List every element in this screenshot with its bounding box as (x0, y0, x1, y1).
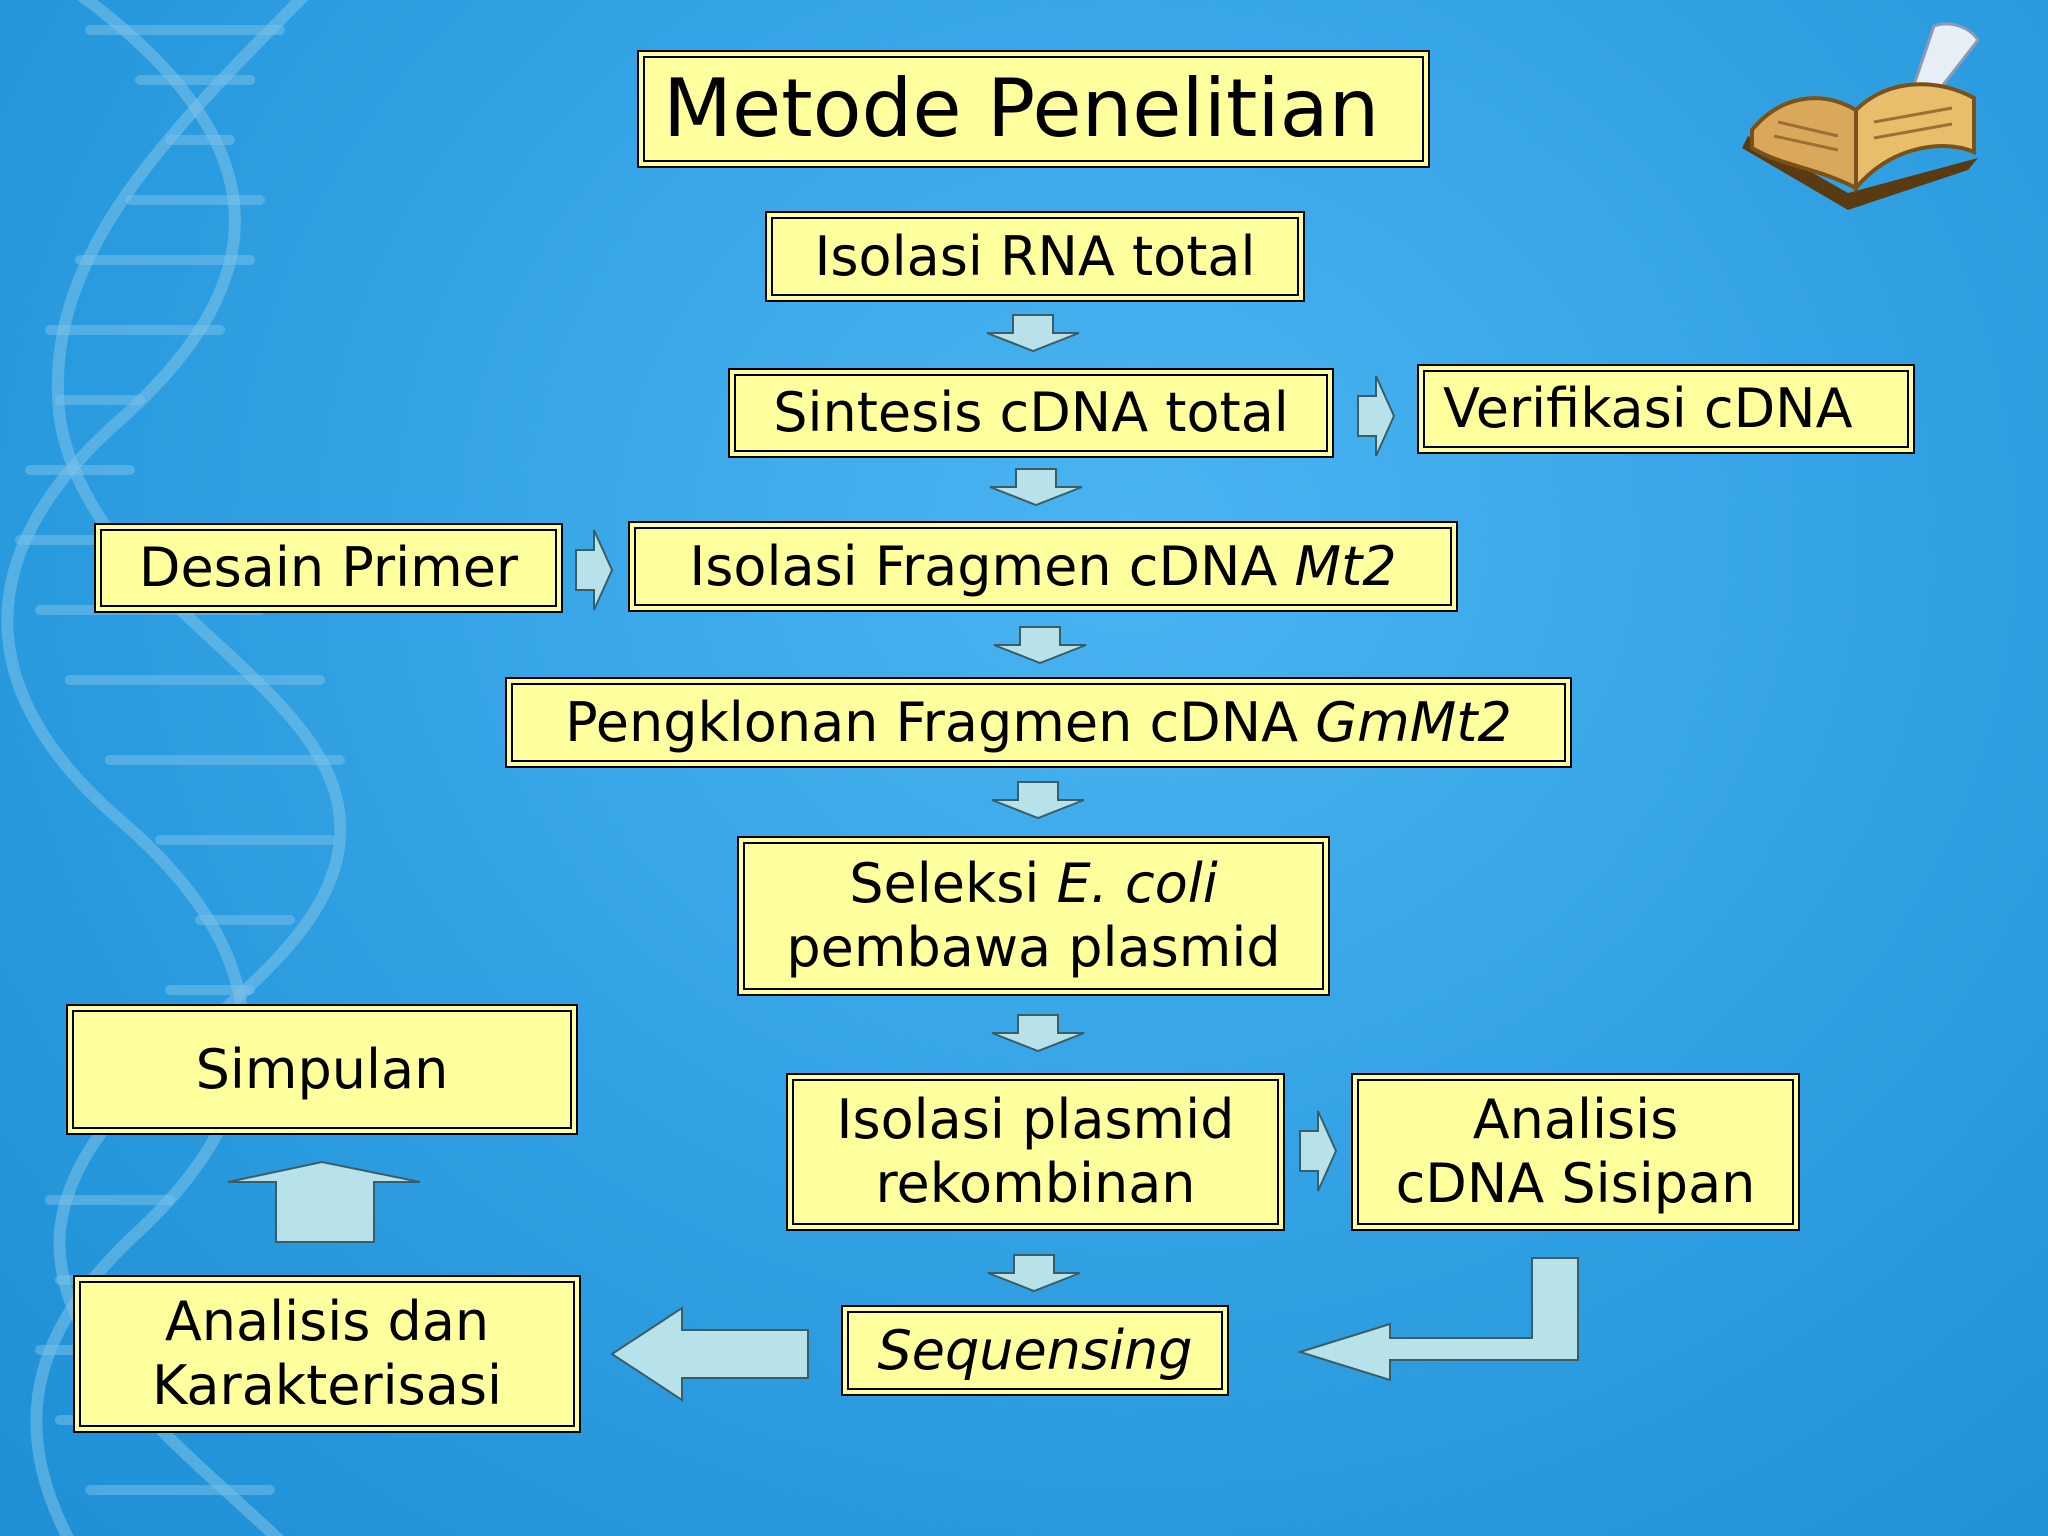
step-label-prefix: Pengklonan Fragmen cDNA (565, 690, 1316, 754)
step-desain-primer: Desain Primer (94, 523, 563, 613)
step-label: Pengklonan Fragmen cDNA GmMt2 (565, 691, 1512, 755)
step-verifikasi-cdna: Verifikasi cDNA (1417, 364, 1915, 454)
step-label-line2: rekombinan (875, 1152, 1196, 1215)
step-sequensing: Sequensing (841, 1305, 1229, 1396)
arrow-right-icon (1299, 1110, 1338, 1192)
arrow-right-icon (1357, 375, 1396, 457)
arrow-bent-left-icon (1296, 1257, 1579, 1382)
step-sintesis-cdna: Sintesis cDNA total (728, 368, 1334, 458)
arrow-down-icon (989, 468, 1083, 507)
step-label-line2: pembawa plasmid (786, 916, 1281, 979)
simpulan-label: Simpulan (195, 1037, 449, 1101)
arrow-down-icon (991, 781, 1085, 820)
open-book-quill-icon (1742, 22, 1980, 210)
step-analisis-sisipan: Analisis cDNA Sisipan (1351, 1073, 1800, 1231)
title-text: Metode Penelitian (663, 61, 1380, 155)
organism-name: E. coli (1056, 852, 1218, 916)
step-label-line1: Analisis dan (164, 1290, 490, 1354)
gene-name: GmMt2 (1315, 690, 1512, 754)
arrow-left-icon (610, 1306, 809, 1402)
arrow-down-icon (986, 314, 1080, 353)
step-isolasi-rna: Isolasi RNA total (765, 211, 1305, 302)
step-label: Sequensing (877, 1318, 1193, 1382)
simpulan-box: Simpulan (66, 1004, 578, 1135)
step-label-line1: Seleksi E. coli (849, 852, 1218, 916)
step-pengklonan: Pengklonan Fragmen cDNA GmMt2 (505, 677, 1572, 768)
step-label: Isolasi Fragmen cDNA Mt2 (689, 535, 1396, 599)
step-label-line1: Analisis (1472, 1088, 1679, 1152)
arrow-down-icon (987, 1254, 1081, 1293)
step-isolasi-plasmid: Isolasi plasmid rekombinan (786, 1073, 1285, 1231)
gene-name: Mt2 (1294, 534, 1397, 598)
step-label-line2: Karakterisasi (151, 1354, 503, 1417)
step-label-prefix: Isolasi Fragmen cDNA (689, 534, 1295, 598)
step-seleksi: Seleksi E. coli pembawa plasmid (737, 836, 1330, 996)
step-analisis-karakterisasi: Analisis dan Karakterisasi (73, 1275, 581, 1433)
step-label: Isolasi RNA total (814, 224, 1256, 288)
step-label: Sintesis cDNA total (773, 381, 1289, 445)
arrow-down-icon (991, 1014, 1085, 1053)
step-label-line1: Isolasi plasmid (836, 1088, 1235, 1152)
step-label-line2: cDNA Sisipan (1395, 1152, 1756, 1215)
arrow-right-icon (575, 529, 614, 611)
arrow-up-icon (227, 1160, 421, 1243)
step-label-prefix: Seleksi (849, 852, 1057, 916)
step-label: Verifikasi cDNA (1443, 377, 1853, 441)
step-label: Desain Primer (138, 536, 519, 600)
page-title: Metode Penelitian (637, 50, 1430, 168)
step-isolasi-fragmen: Isolasi Fragmen cDNA Mt2 (628, 521, 1458, 612)
arrow-down-icon (993, 626, 1087, 665)
